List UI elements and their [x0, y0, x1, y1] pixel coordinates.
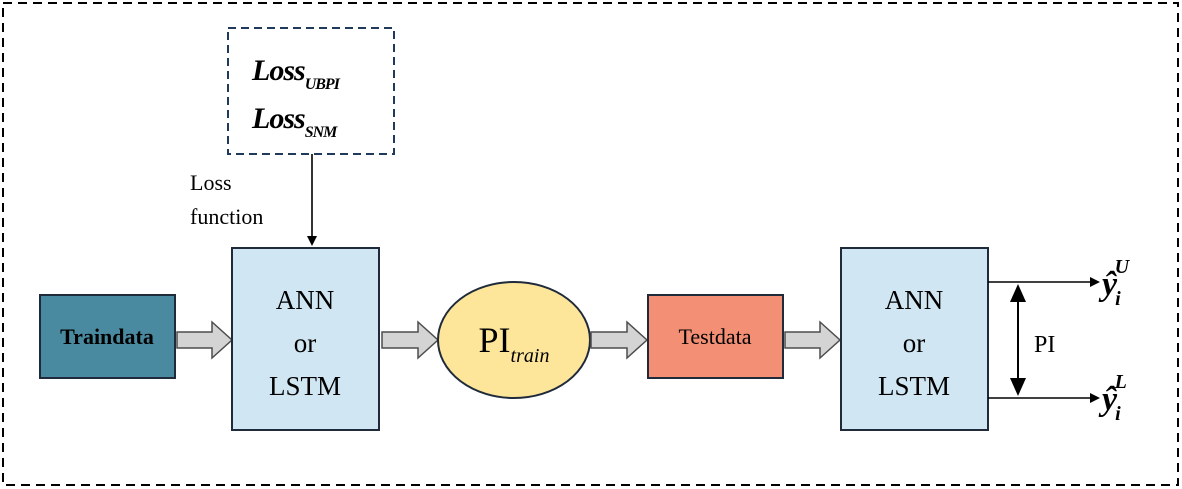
- model-box-test: [840, 247, 989, 431]
- pi-interval-label: PI: [1034, 332, 1055, 358]
- loss-ubpi-term: LossUBPI: [251, 54, 341, 93]
- pi-interval-arrowhead-bottom: [1010, 378, 1026, 396]
- model-box-train: [231, 247, 380, 431]
- loss-function-label-line2: function: [190, 204, 263, 229]
- pi-train-label: PItrain: [479, 320, 550, 367]
- model-train-line3: LSTM: [269, 371, 341, 401]
- model-train-line1: ANN: [276, 285, 335, 315]
- loss-snm-term: LossSNM: [251, 102, 338, 141]
- loss-function-label-line1: Loss: [190, 170, 232, 195]
- block-arrow-pi-to-testdata: [590, 320, 649, 360]
- model-test-line2: or: [903, 328, 926, 358]
- block-arrow-model-to-pi: [381, 320, 440, 360]
- output-upper-label: ŷiU: [1098, 256, 1131, 310]
- testdata-label: Testdata: [679, 324, 752, 349]
- model-train-line2: or: [294, 328, 317, 358]
- output-lower-label: ŷiL: [1098, 371, 1127, 425]
- pi-train-ellipse: [437, 281, 591, 399]
- model-test-line3: LSTM: [878, 371, 950, 401]
- traindata-box: [39, 294, 176, 379]
- block-arrow-testdata-to-model: [784, 320, 842, 360]
- model-test-line1: ANN: [885, 285, 944, 315]
- block-arrow-train-to-model: [176, 320, 234, 360]
- loss-functions-box: [227, 27, 395, 155]
- testdata-box: [647, 294, 784, 379]
- pi-interval-arrowhead-top: [1010, 284, 1026, 302]
- traindata-label: Traindata: [60, 324, 154, 349]
